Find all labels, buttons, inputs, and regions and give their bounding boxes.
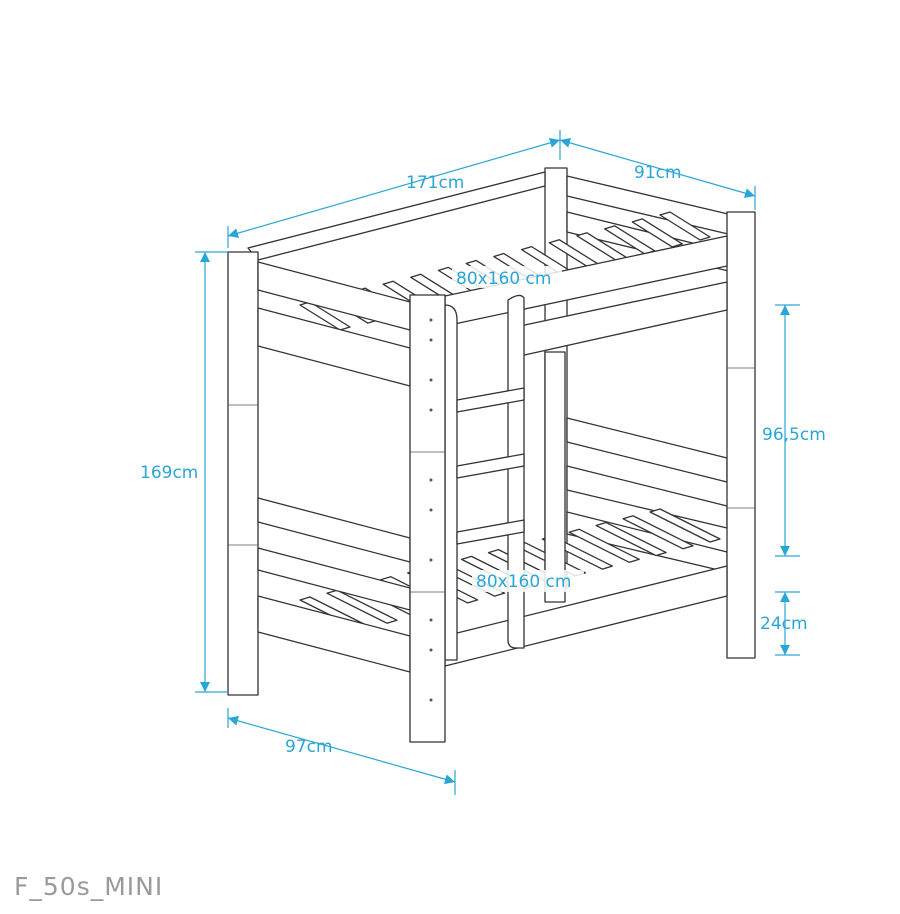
dimension-lines	[195, 130, 800, 795]
arrow-head	[560, 137, 571, 148]
bolt-hole	[429, 698, 433, 702]
arrow-head	[780, 546, 790, 556]
middle-post	[544, 351, 566, 603]
bolt-hole	[429, 378, 433, 382]
height-label: 169cm	[140, 463, 198, 483]
slat	[622, 515, 694, 550]
slat	[631, 218, 683, 248]
slat	[595, 521, 667, 557]
bolt-hole	[429, 318, 433, 322]
arrow-head	[200, 682, 210, 692]
arrow-head	[780, 592, 790, 602]
depth-label: 91cm	[634, 163, 682, 183]
dimension-line	[227, 717, 456, 783]
slat	[659, 211, 711, 241]
lower-mattress-label: 80x160 cm	[476, 572, 571, 592]
ladder	[444, 294, 525, 661]
slat	[649, 508, 721, 543]
bolt-hole	[429, 508, 433, 512]
model-code: F_50s_MINI	[14, 872, 164, 901]
front-corner-post	[409, 294, 446, 743]
bolt-hole	[429, 408, 433, 412]
arrow-head	[549, 137, 560, 148]
bolt-hole	[429, 618, 433, 622]
front-left-post	[227, 251, 259, 696]
dimension-line	[227, 139, 561, 237]
top-left-rail	[247, 171, 546, 261]
arrow-head	[200, 252, 210, 262]
slat	[568, 528, 640, 563]
width-label: 97cm	[285, 737, 333, 757]
dimension-line	[559, 139, 756, 197]
arrow-head	[780, 645, 790, 655]
slat	[326, 589, 398, 624]
bolt-hole	[429, 648, 433, 652]
bolt-hole	[429, 478, 433, 482]
bolt-hole	[429, 338, 433, 342]
arrow-head	[228, 228, 239, 239]
length-label: 171cm	[406, 173, 464, 193]
back-right-post	[726, 211, 756, 659]
arrow-head	[444, 774, 455, 785]
arrow-head	[228, 715, 239, 726]
arrow-head	[780, 305, 790, 315]
upper-clearance-label: 96,5cm	[762, 425, 826, 445]
upper-mattress-label: 80x160 cm	[456, 269, 551, 289]
lower-clearance-label: 24cm	[760, 614, 808, 634]
arrow-head	[744, 188, 755, 199]
bolt-hole	[429, 558, 433, 562]
